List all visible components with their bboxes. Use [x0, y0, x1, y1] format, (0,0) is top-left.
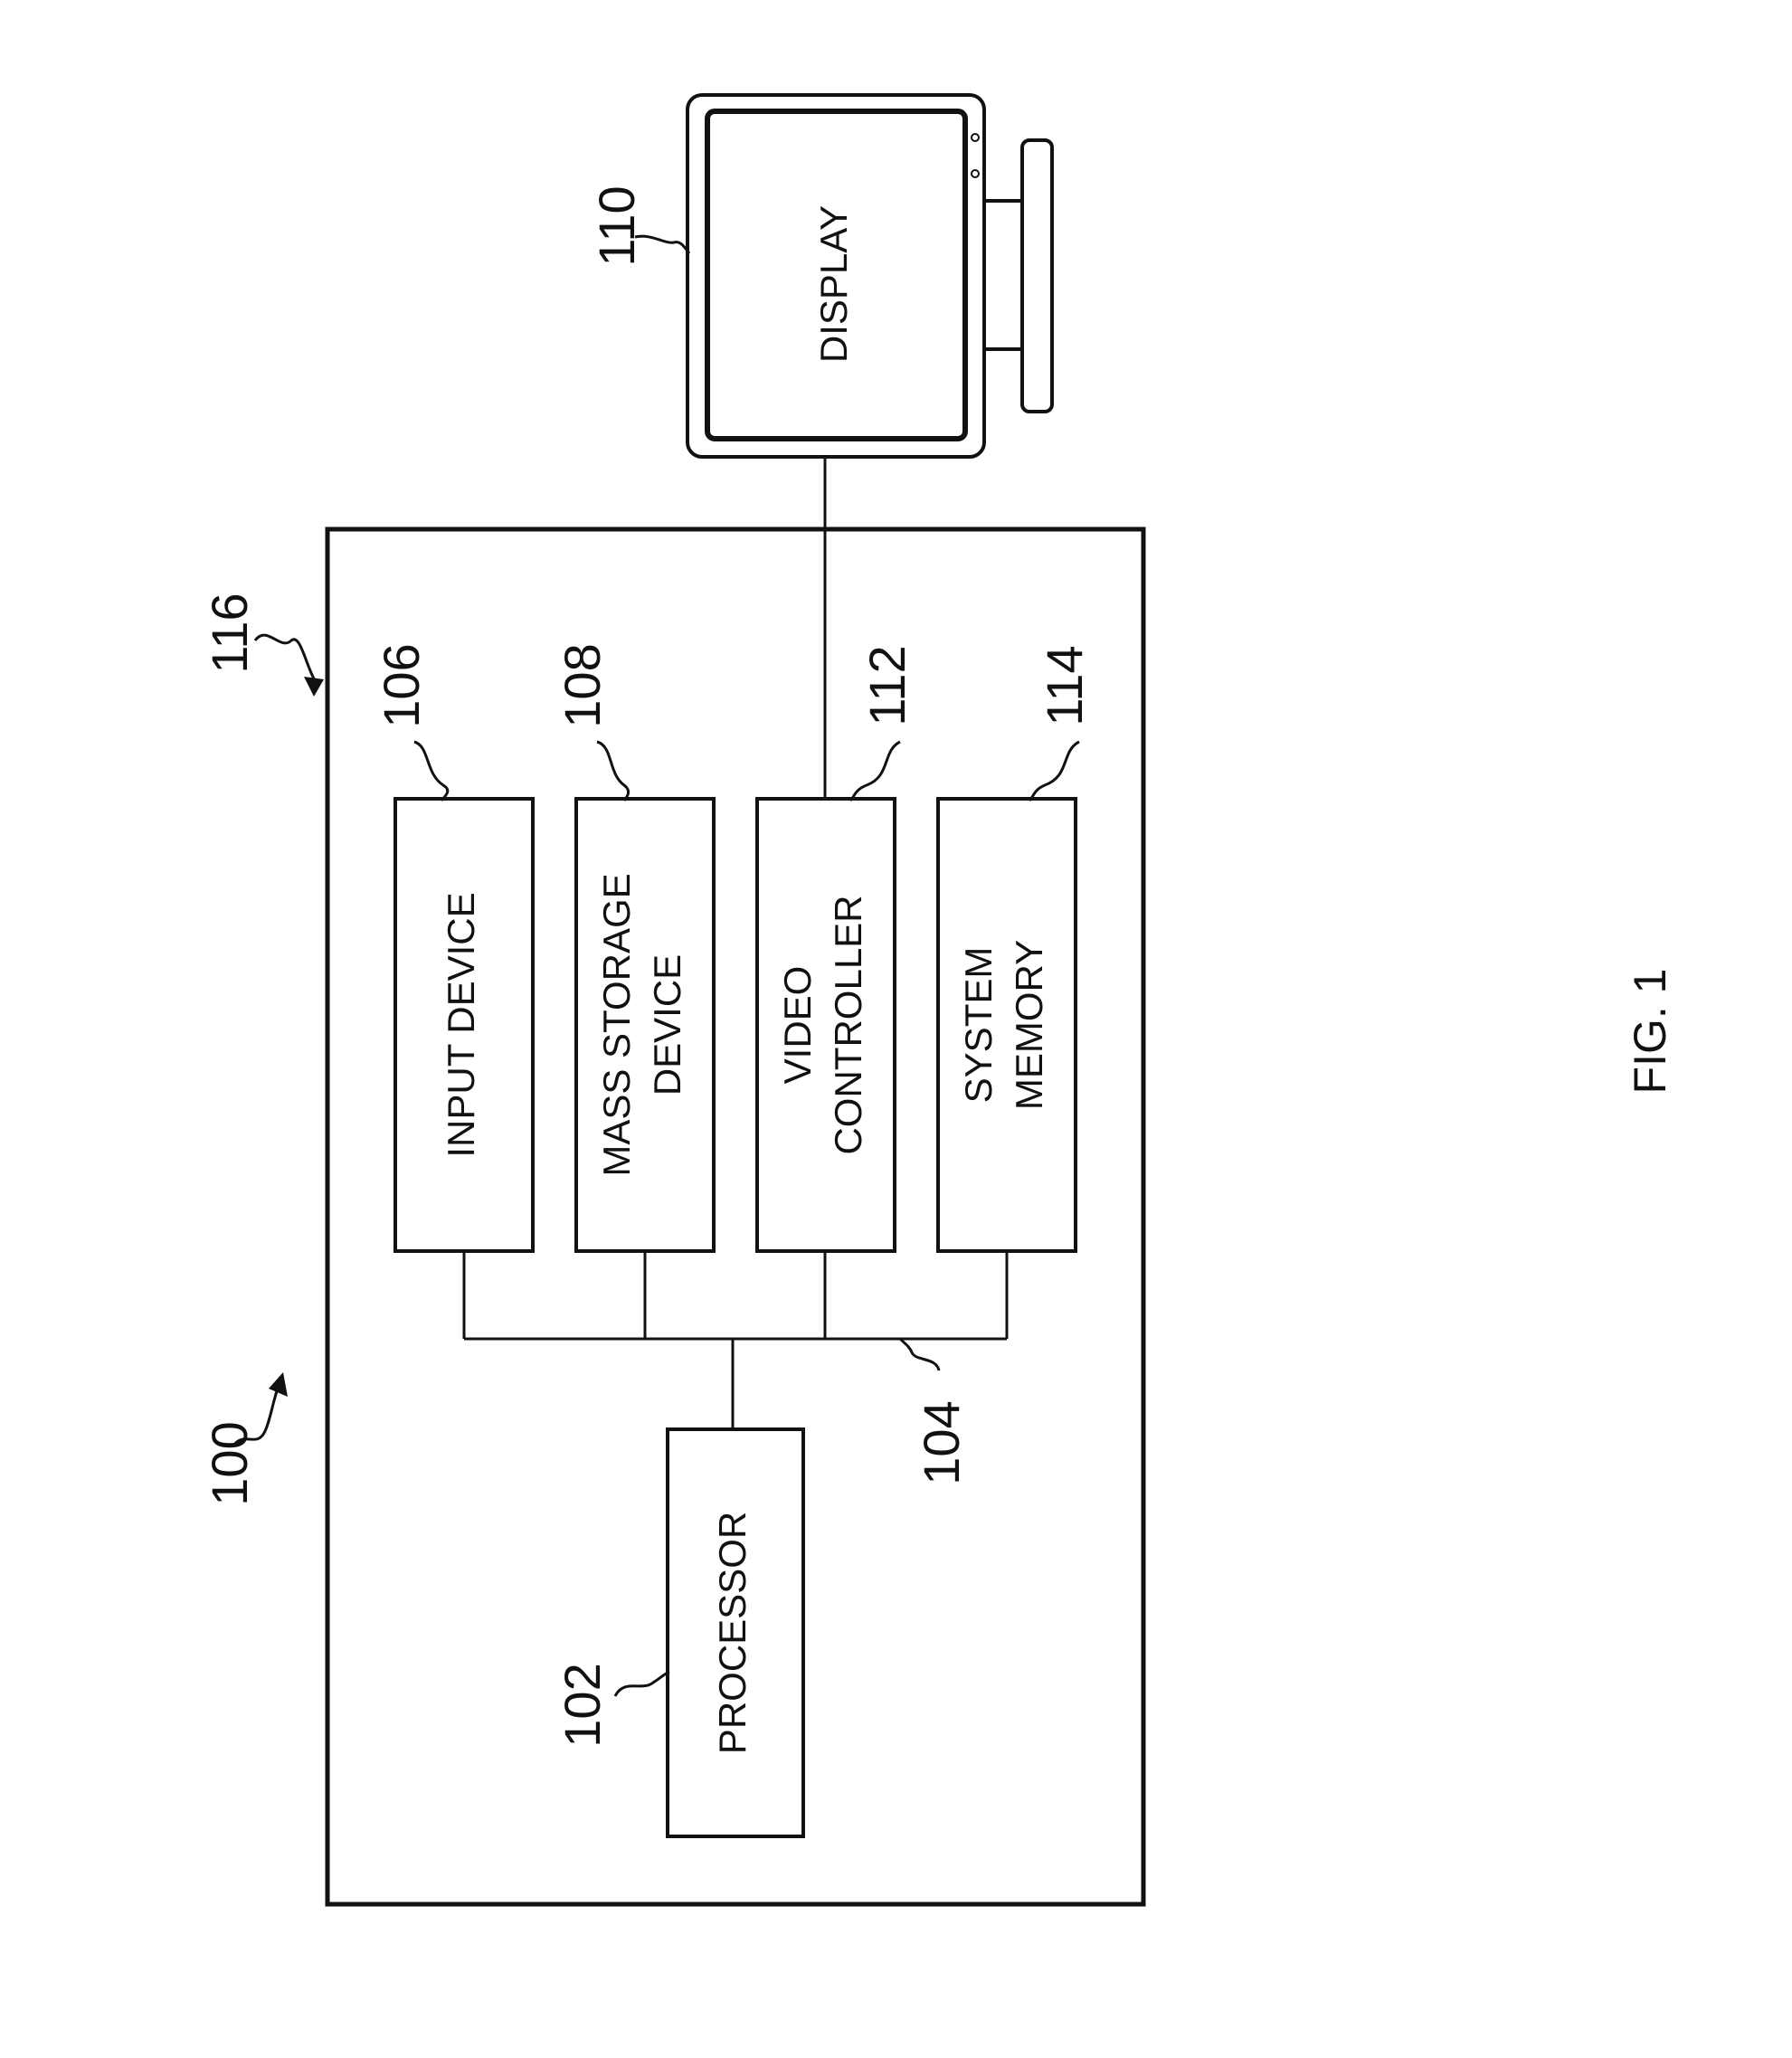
ref-102: 102	[554, 1663, 611, 1747]
ref-116: 116	[201, 593, 258, 673]
ref-112: 112	[858, 645, 915, 726]
ref-104: 104	[913, 1400, 970, 1484]
ref-100: 100	[201, 1421, 258, 1505]
video-controller-label-line1: VIDEO	[776, 966, 819, 1085]
leader-106	[414, 742, 448, 801]
system-memory-label-line1: SYSTEM	[957, 947, 1000, 1104]
input-device-label: INPUT DEVICE	[440, 892, 482, 1157]
mass-storage-label-line2: DEVICE	[646, 954, 688, 1095]
system-bus	[464, 457, 1007, 1429]
display-monitor-icon	[687, 95, 1052, 457]
processor-label: PROCESSOR	[711, 1512, 754, 1754]
leader-108	[597, 742, 629, 801]
leader-116	[255, 635, 315, 680]
display-label: DISPLAY	[812, 205, 855, 363]
system-memory-label-line2: MEMORY	[1008, 940, 1050, 1110]
leader-114	[1029, 742, 1079, 801]
mass-storage-label-line1: MASS STORAGE	[595, 873, 638, 1176]
ref-106: 106	[373, 643, 430, 727]
leader-102	[615, 1672, 669, 1696]
leader-104	[900, 1339, 939, 1370]
arrowhead-116	[304, 677, 324, 697]
leader-arrowheads	[269, 677, 324, 1397]
ref-114: 114	[1036, 645, 1093, 726]
video-controller-label-line2: CONTROLLER	[827, 895, 869, 1154]
ref-110: 110	[588, 185, 645, 266]
leader-112	[850, 742, 900, 801]
arrowhead-100	[269, 1372, 288, 1397]
ref-108: 108	[554, 643, 611, 727]
figure-label: FIG. 1	[1625, 969, 1675, 1095]
